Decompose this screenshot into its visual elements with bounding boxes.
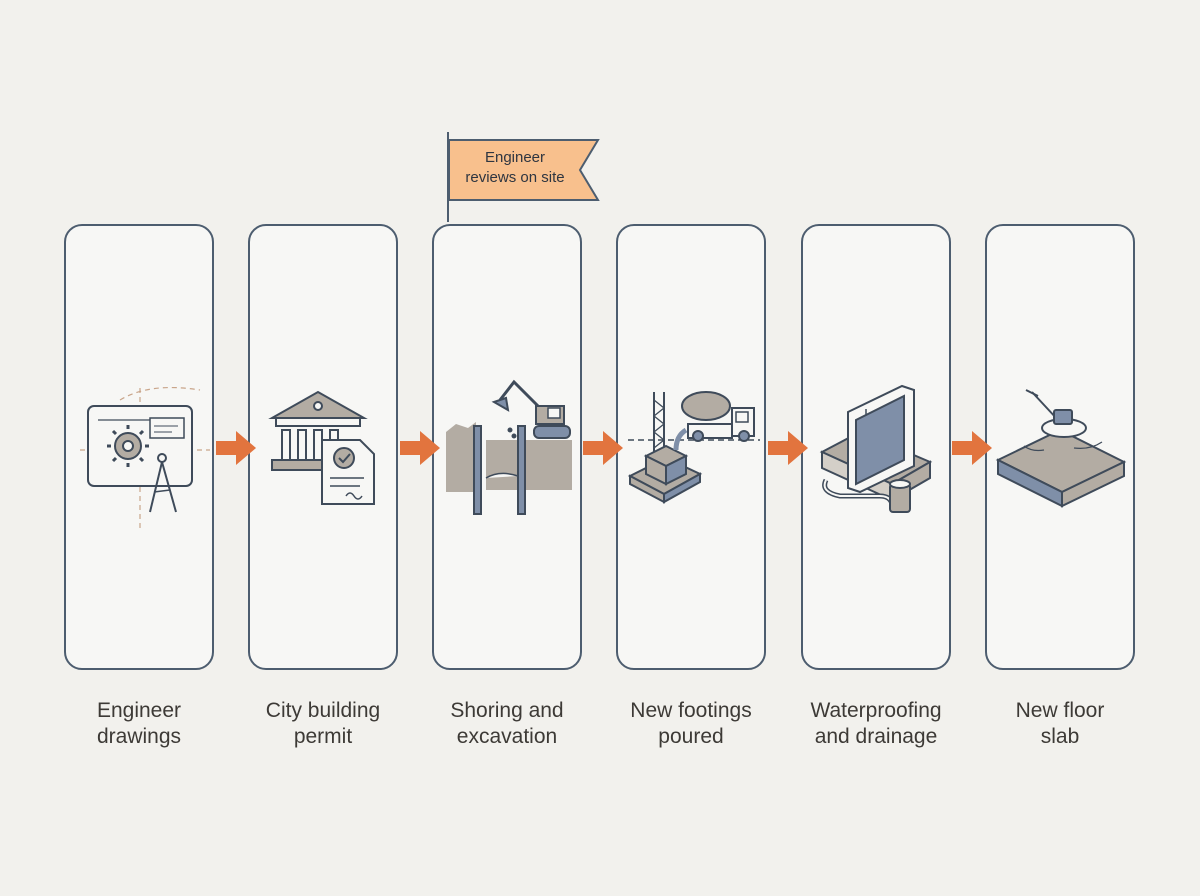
- excavator-icon: [446, 379, 572, 515]
- step-card-footings: [616, 224, 766, 670]
- step-label-waterproofing: Waterproofing and drainage: [810, 699, 942, 748]
- floor-slab-icon: [995, 389, 1127, 508]
- waterproofing-icon: [819, 384, 933, 513]
- arrow-right-icon: [952, 431, 992, 465]
- flag-label: Engineer reviews on site: [465, 149, 565, 186]
- flag-icon: [447, 132, 600, 222]
- step-label-engineer-drawings: Engineer drawings: [96, 699, 182, 748]
- arrow-right-icon: [400, 431, 440, 465]
- step-label-floor-slab: New floor slab: [1015, 699, 1105, 748]
- blueprint-icon: [80, 386, 210, 530]
- arrow-right-icon: [768, 431, 808, 465]
- step-label-building-permit: City building permit: [265, 699, 381, 748]
- arrow-right-icon: [583, 431, 623, 465]
- step-label-shoring-excavation: Shoring and excavation: [450, 699, 564, 748]
- step-label-footings: New footings poured: [630, 699, 752, 748]
- arrow-right-icon: [216, 431, 256, 465]
- concrete-truck-icon: [627, 391, 760, 504]
- city-hall-permit-icon: [268, 390, 375, 505]
